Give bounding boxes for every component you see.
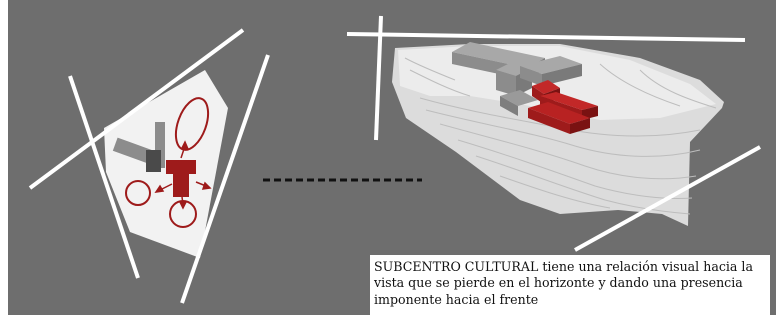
proposed-volume-3d xyxy=(528,80,598,134)
existing-volume-diagonal xyxy=(155,122,165,168)
terrain-3d-view xyxy=(346,15,761,252)
existing-volume-dark xyxy=(146,150,161,172)
caption-text: SUBCENTRO CULTURAL tiene una relación vi… xyxy=(374,259,753,307)
direction-arrows xyxy=(154,140,212,210)
axis-line-top xyxy=(346,32,746,42)
axis-line-west xyxy=(68,75,140,279)
axis-line-vertical xyxy=(374,15,383,141)
axis-line-bottom xyxy=(574,145,761,252)
terrain-contours xyxy=(404,57,717,215)
proposed-volume-plan xyxy=(166,160,196,197)
site-plan-diagram xyxy=(28,28,270,304)
view-relation-ellipse-north xyxy=(174,97,210,151)
axis-line-east xyxy=(180,54,270,304)
existing-volume-horizontal xyxy=(112,137,156,165)
caption-box xyxy=(370,255,770,315)
existing-buildings-3d xyxy=(452,42,582,116)
view-relation-circle-west xyxy=(125,180,151,206)
axis-line-north xyxy=(28,28,245,190)
